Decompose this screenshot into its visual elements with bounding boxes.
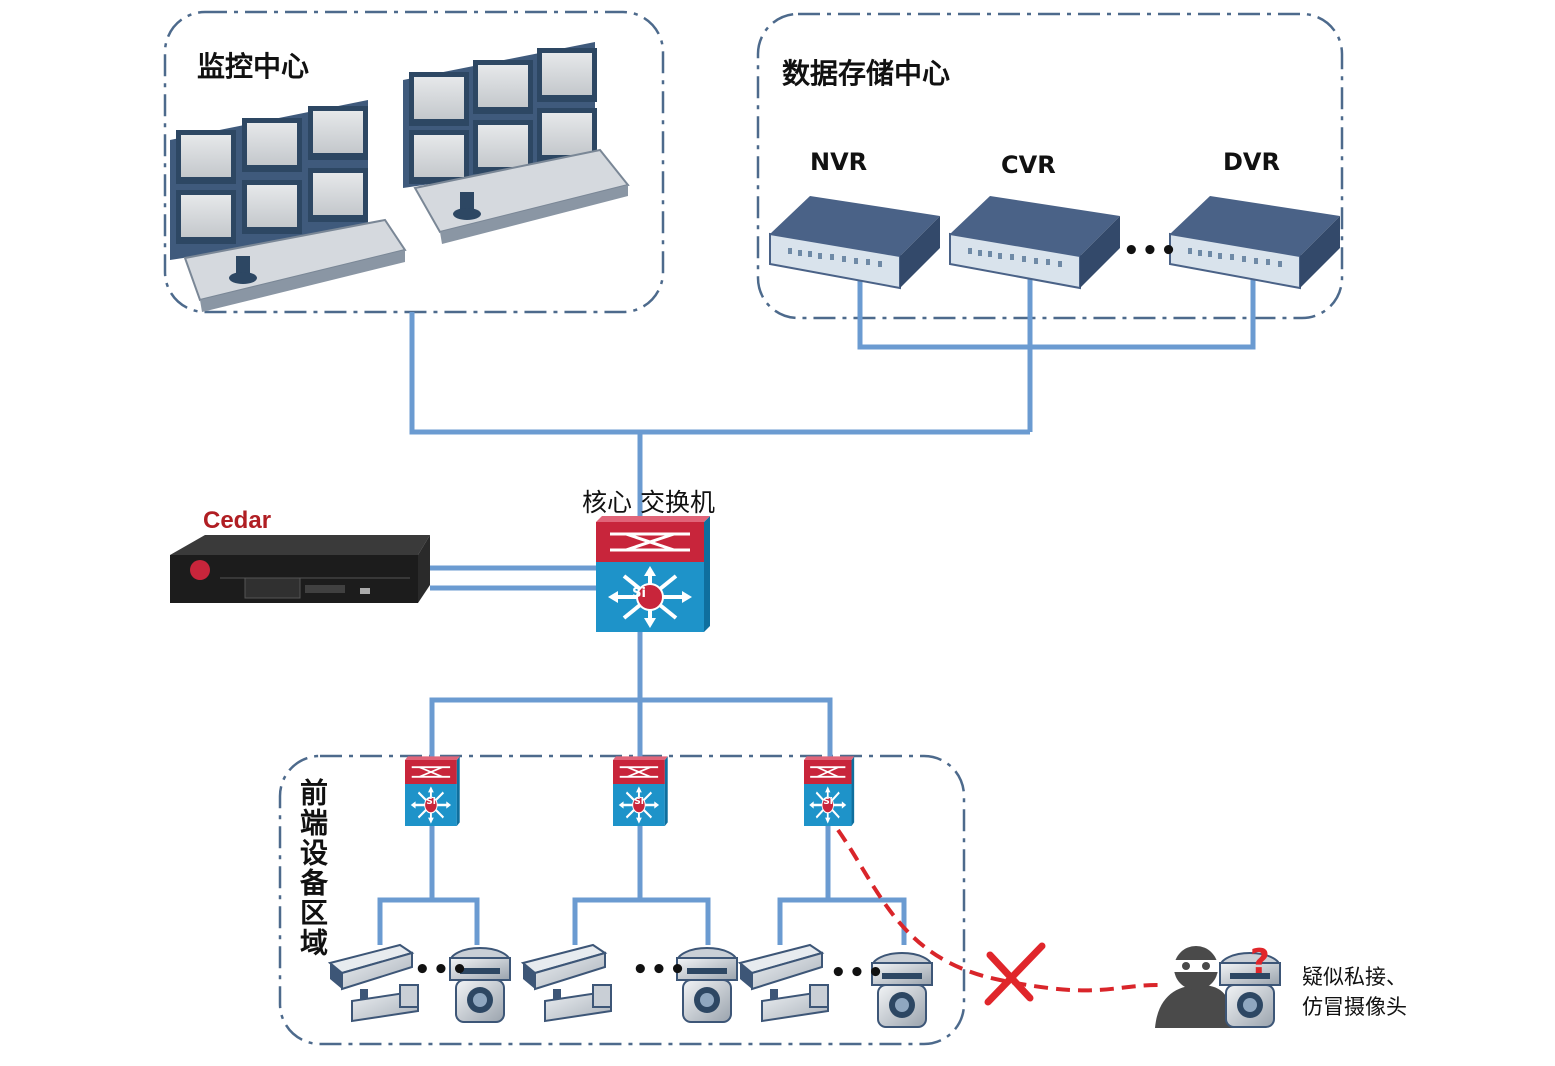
- frontend-area-title: 前端设备区域: [296, 778, 329, 958]
- access-switch-1-icon: [403, 755, 461, 828]
- question-mark: ?: [1250, 942, 1270, 982]
- cedar-brand: Cedar: [203, 507, 272, 534]
- storage-center-title: 数据存储中心: [782, 57, 951, 90]
- cvr-label: CVR: [1001, 151, 1056, 179]
- core-switch-label: 核心 交换机: [582, 488, 715, 517]
- access-switch-2-icon: [611, 755, 669, 828]
- access-switch-3-icon: [802, 755, 856, 828]
- hacker-icon: [1155, 946, 1234, 1028]
- frontend-zone: [278, 754, 966, 1046]
- access-switch-3-badge: Si: [823, 797, 833, 807]
- rogue-device-label-line1: 疑似私接、: [1302, 965, 1407, 989]
- bullet-camera-2-icon: [522, 944, 612, 1022]
- monitor-wall-right: [403, 42, 630, 244]
- blocked-x-icon: [984, 942, 1046, 1006]
- core-switch-badge: Si: [632, 586, 646, 601]
- rogue-device-label-line2: 仿冒摄像头: [1302, 995, 1407, 1019]
- rogue-connection-line: [836, 828, 1161, 993]
- cvr-device: [949, 195, 1121, 289]
- bullet-camera-1-icon: [329, 944, 419, 1022]
- access-switch-2-badge: Si: [634, 797, 644, 807]
- frontend-ellipsis-2: •••: [632, 955, 688, 985]
- network-links: [377, 272, 1256, 945]
- dvr-device: [1169, 195, 1341, 289]
- monitor-center-title: 监控中心: [197, 50, 310, 83]
- cedar-appliance: [170, 535, 430, 603]
- access-switch-1-badge: Si: [426, 797, 436, 807]
- dvr-label: DVR: [1223, 148, 1280, 176]
- storage-ellipsis: •••: [1123, 236, 1179, 266]
- monitor-wall-left: [170, 100, 407, 312]
- storage-center-zone: [756, 12, 1344, 320]
- bullet-camera-3-icon: [739, 944, 829, 1022]
- core-switch-icon: [594, 514, 712, 634]
- nvr-device: [769, 195, 941, 289]
- nvr-label: NVR: [810, 148, 868, 176]
- frontend-ellipsis-1: •••: [414, 955, 470, 985]
- frontend-ellipsis-3: •••: [830, 958, 886, 988]
